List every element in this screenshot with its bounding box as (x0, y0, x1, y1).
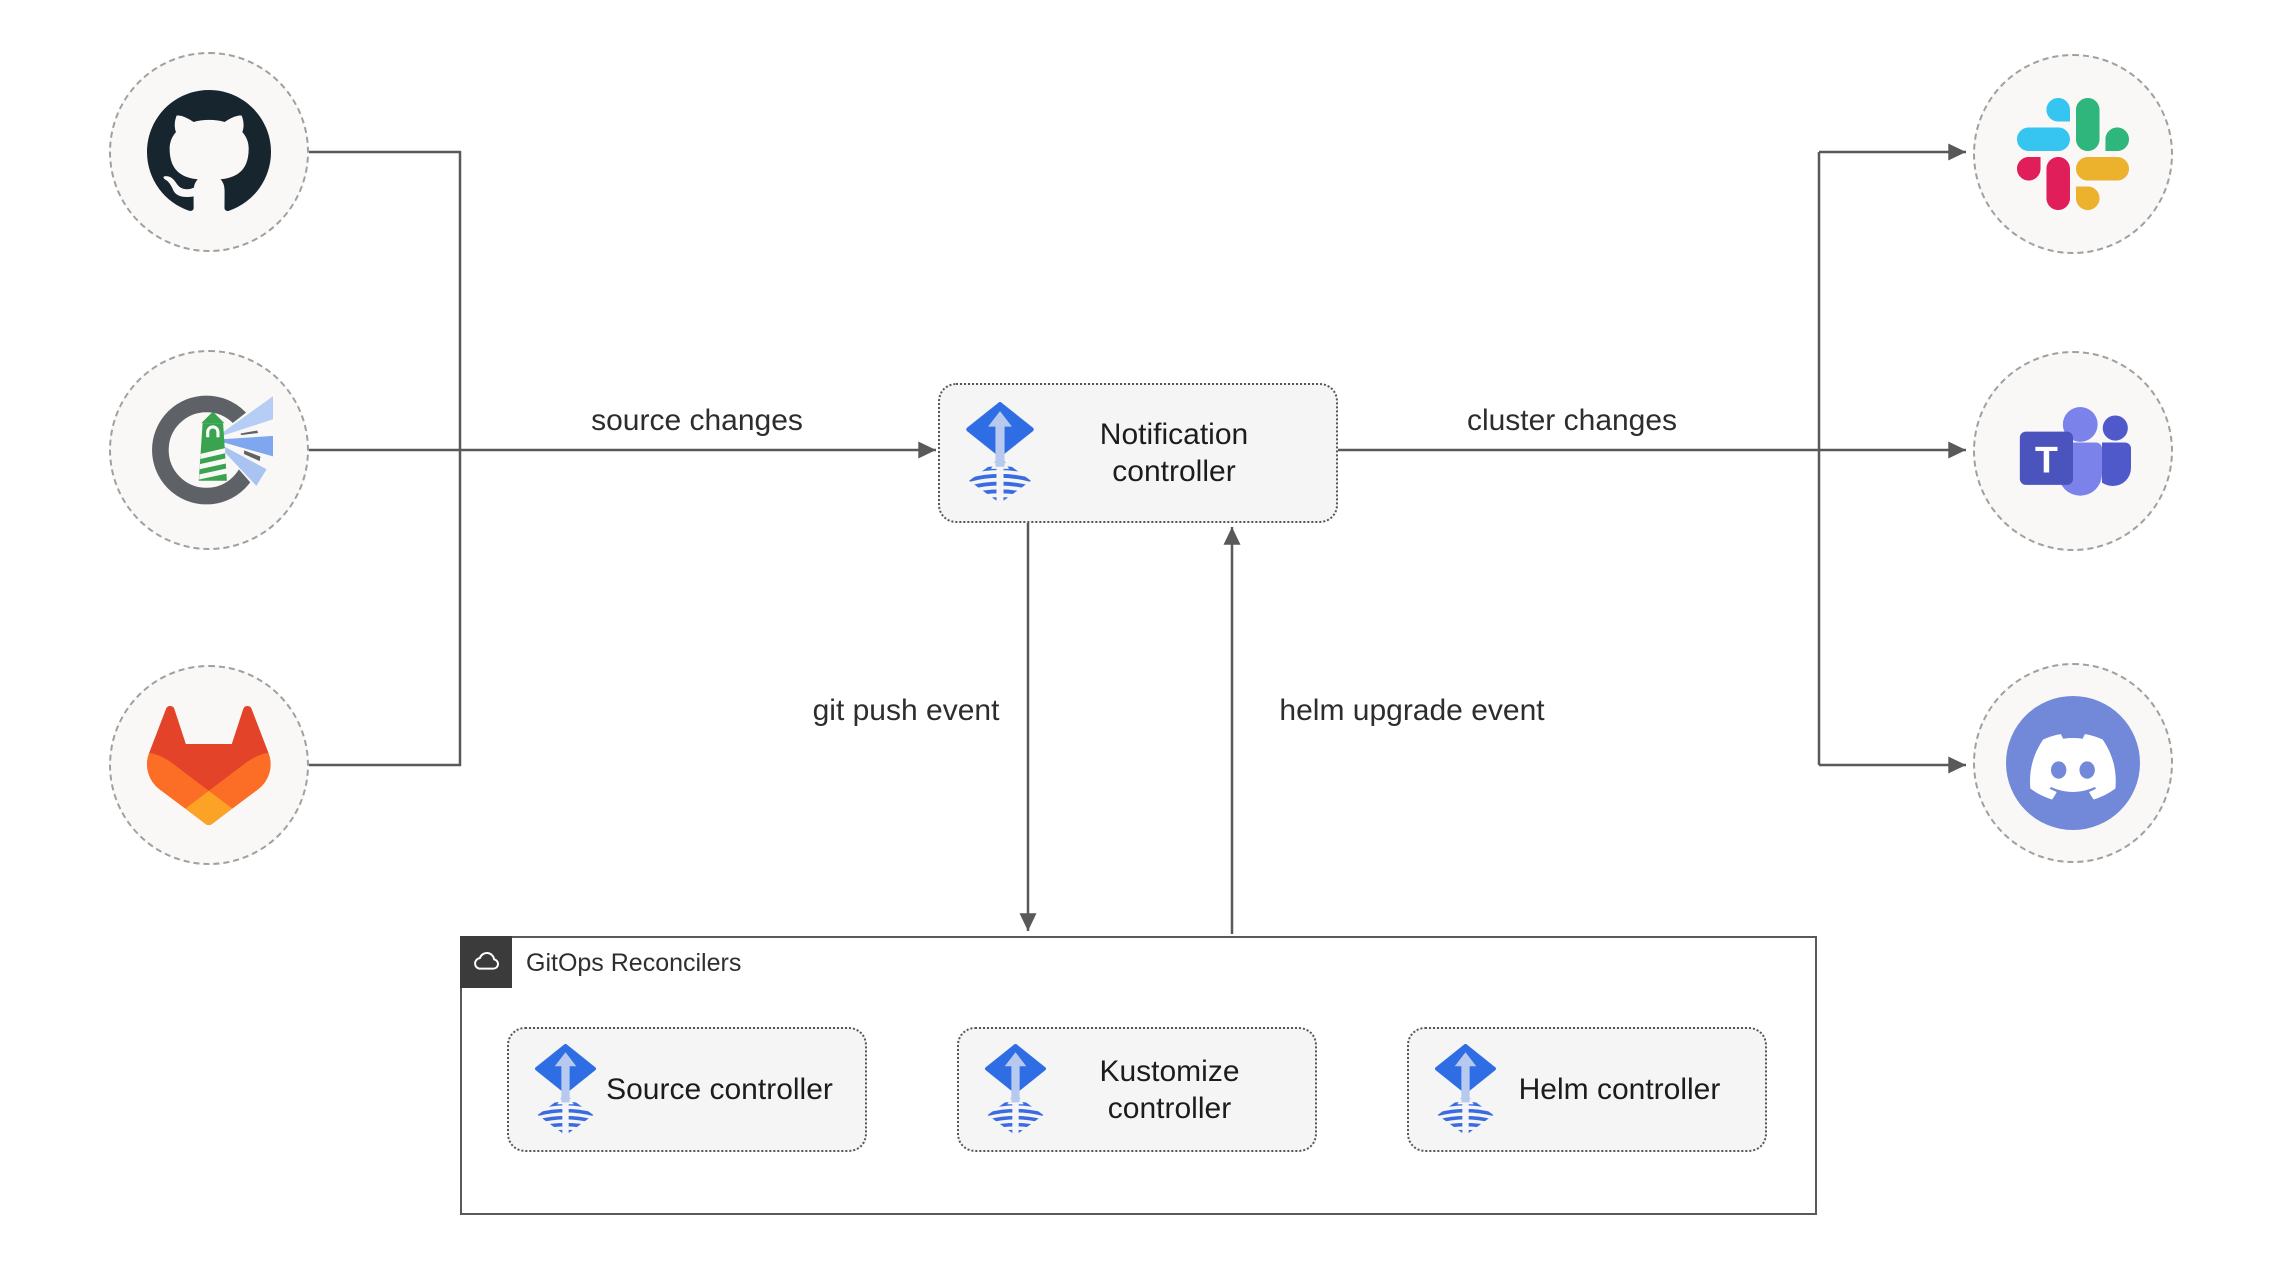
flux-icon (964, 402, 1036, 504)
source-controller-label: Source controller (606, 1073, 833, 1106)
github-icon (147, 90, 271, 211)
notification-controller-node: Notification controller (938, 383, 1338, 523)
discord-icon (2006, 696, 2140, 830)
svg-text:T: T (2035, 438, 2058, 480)
edge-label-cluster-changes: cluster changes (1466, 404, 1678, 437)
gitlab-node (109, 665, 309, 865)
harbor-node (109, 350, 309, 550)
flux-icon (533, 1043, 598, 1136)
harbor-icon (152, 391, 273, 505)
edge-label-source-changes: source changes (591, 404, 803, 437)
microsoft-teams-icon: T (2019, 407, 2131, 496)
edge-label-helm-upgrade-event: helm upgrade event (1279, 694, 1545, 727)
helm-controller-label: Helm controller (1518, 1073, 1721, 1106)
kustomize-controller-node: Kustomize controller (957, 1027, 1317, 1152)
flux-icon (1433, 1043, 1498, 1136)
edge-label-git-push-event: git push event (812, 694, 1000, 727)
flux-icon (983, 1043, 1048, 1136)
cloud-icon (474, 952, 499, 970)
slack-icon (2017, 98, 2129, 210)
helm-controller-node: Helm controller (1407, 1027, 1767, 1152)
notification-controller-label: Notification controller (1099, 418, 1249, 488)
slack-node (1973, 54, 2173, 254)
group-title: GitOps Reconcilers (526, 949, 742, 977)
microsoft-teams-node: T (1973, 351, 2173, 551)
source-controller-node: Source controller (507, 1027, 867, 1152)
github-node (109, 52, 309, 252)
gitlab-icon (147, 705, 271, 825)
discord-node (1973, 663, 2173, 863)
cloud-badge (460, 936, 512, 988)
kustomize-controller-label: Kustomize controller (1099, 1054, 1240, 1125)
